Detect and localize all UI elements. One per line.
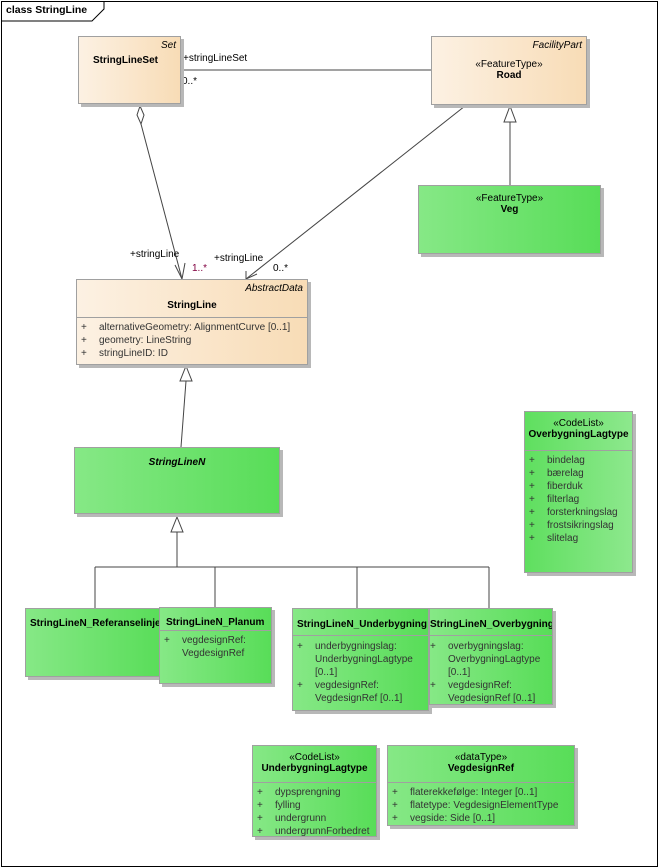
class-name: StringLineN_Underbygning (297, 619, 427, 630)
attribute: +vegside: Side [0..1] (392, 813, 496, 824)
class-name: Veg (500, 204, 519, 215)
class-name: StringLineN_Planum (166, 617, 265, 628)
literal: +frostsikringslag (529, 520, 614, 531)
attribute: +overbygningslag:OverbygningLagtype[0..1… (430, 641, 541, 678)
attribute: +geometry: LineString (81, 335, 192, 346)
stereotype-kind: «FeatureType» (475, 193, 544, 204)
stereotype-kind: «dataType» (454, 752, 508, 763)
generalization-triangle-icon (503, 104, 517, 123)
generalization-triangle-icon (179, 364, 193, 382)
class-road[interactable]: FacilityPart «FeatureType» Road (431, 36, 587, 105)
datatype-vegdesignref[interactable]: «dataType» VegdesignRef +flaterekkefølge… (387, 745, 575, 826)
stereotype: AbstractData (245, 283, 303, 294)
stereotype: Set (160, 40, 176, 51)
role-label: +stringLineSet (183, 53, 248, 64)
attribute: +vegdesignRef:VegdesignRef [0..1] (430, 680, 536, 704)
attribute: +underbygningslag:UnderbygningLagtype[0.… (297, 641, 413, 678)
codelist-underbygninglagtype[interactable]: «CodeList» UnderbygningLagtype +dypspren… (252, 745, 377, 837)
literal: +bærelag (529, 468, 584, 479)
multiplicity-label: 0..* (182, 76, 198, 87)
aggregation-diamond-icon (136, 104, 145, 126)
literal: +forsterkningslag (529, 507, 618, 518)
codelist-overbygninglagtype[interactable]: «CodeList» OverbygningLagtype +bindelag … (524, 411, 633, 573)
role-label: +stringLine (214, 253, 264, 264)
frame-tab-shape (1, 1, 105, 22)
class-stringlinen[interactable]: StringLineN (74, 447, 280, 514)
role-label: +stringLine (130, 249, 180, 260)
attribute: +vegdesignRef:VegdesignRef [0..1] (297, 680, 403, 704)
literal: +filterlag (529, 494, 580, 505)
stereotype-kind: «CodeList» (553, 418, 604, 429)
attribute: +stringLineID: ID (81, 348, 168, 359)
literal: +dypsprengning (257, 787, 341, 798)
attribute: +vegdesignRef:VegdesignRef (164, 635, 246, 659)
literal: +fiberduk (529, 481, 583, 492)
class-stringline[interactable]: AbstractData StringLine +alternativeGeom… (76, 279, 308, 365)
multiplicity-label: 1..* (192, 263, 208, 274)
class-stringlinen-referanselinje[interactable]: StringLineN_Referanselinje (25, 608, 165, 677)
class-name: Road (496, 70, 522, 81)
literal: +undergrunnForbedret (257, 826, 370, 837)
literal: +bindelag (529, 455, 585, 466)
class-name: VegdesignRef (447, 763, 515, 774)
class-name: StringLineSet (92, 55, 158, 66)
class-stringlinen-underbygning[interactable]: StringLineN_Underbygning +underbygningsl… (292, 608, 429, 711)
literal: +undergrunn (257, 813, 327, 824)
class-name: StringLineN_Overbygning (430, 619, 553, 630)
attribute: +flatetype: VegdesignElementType (392, 800, 559, 811)
class-name: StringLine (167, 300, 217, 311)
stereotype: FacilityPart (532, 40, 582, 51)
class-veg[interactable]: «FeatureType» Veg (418, 185, 601, 254)
class-name: OverbygningLagtype (528, 429, 629, 440)
class-name: StringLineN_Referanselinje (30, 618, 161, 629)
class-stringlineset[interactable]: Set StringLineSet (78, 36, 181, 104)
multiplicity-label: 0..* (273, 263, 289, 274)
class-stringlinen-planum[interactable]: StringLineN_Planum +vegdesignRef:Vegdesi… (159, 607, 272, 684)
class-stringlinen-overbygning[interactable]: StringLineN_Overbygning +overbygningslag… (429, 608, 553, 705)
stereotype-kind: «CodeList» (289, 752, 340, 763)
stereotype-kind: «FeatureType» (475, 59, 543, 70)
literal: +slitelag (529, 533, 579, 544)
association-set-line (140, 123, 183, 280)
association-road-line (245, 105, 466, 280)
generalization-triangle-icon (170, 515, 184, 533)
attribute: +alternativeGeometry: AlignmentCurve [0.… (81, 322, 291, 333)
attribute: +flaterekkefølge: Integer [0..1] (392, 787, 538, 798)
literal: +fylling (257, 800, 301, 811)
diagram-title: class StringLine (6, 4, 88, 16)
generalization-stringlinen-stringline (180, 380, 187, 448)
class-name: StringLineN (148, 457, 206, 468)
class-name: UnderbygningLagtype (261, 763, 368, 774)
